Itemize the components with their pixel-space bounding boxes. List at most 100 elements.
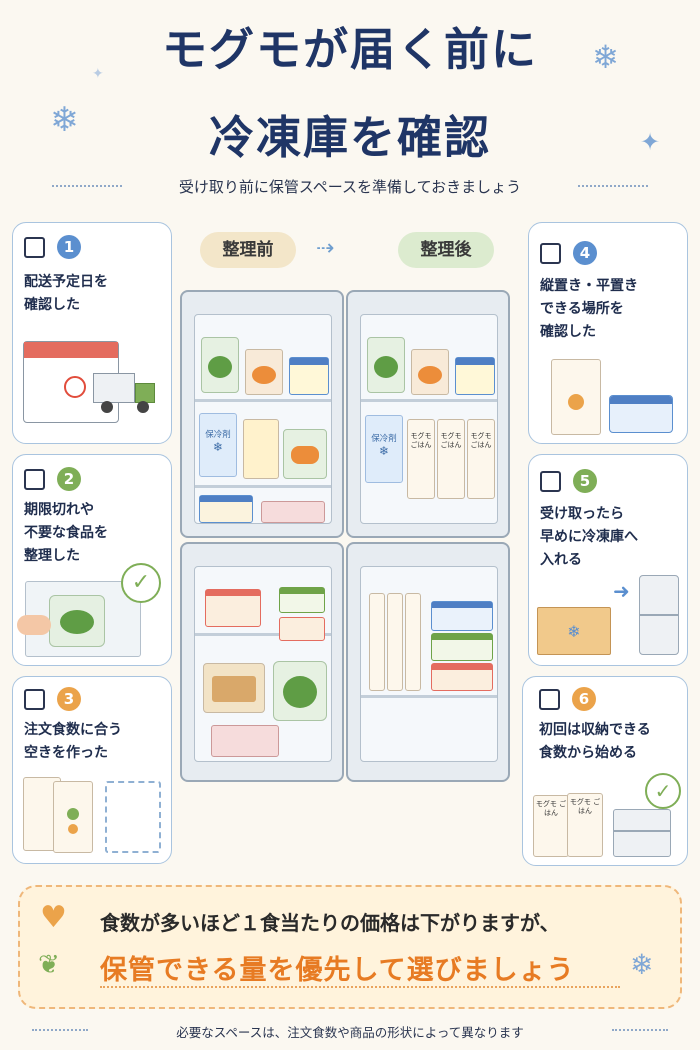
checkbox[interactable] bbox=[540, 471, 561, 492]
fridge-after-lower bbox=[346, 542, 510, 782]
food-container-icon bbox=[205, 589, 261, 627]
mogumo-package-upright bbox=[387, 593, 403, 691]
step-card-4: 4 縦置き・平置き できる場所を 確認した bbox=[528, 222, 688, 444]
mogumo-package-upright bbox=[405, 593, 421, 691]
food-container-icon bbox=[279, 587, 325, 613]
mogumo-package-upright bbox=[369, 593, 385, 691]
food-container-icon bbox=[431, 663, 493, 691]
food-container-icon bbox=[199, 495, 253, 523]
subtitle: 受け取り前に保管スペースを準備しておきましょう bbox=[178, 178, 522, 196]
freezer-icon bbox=[639, 575, 679, 655]
step-text: 整理した bbox=[24, 548, 80, 564]
step-number: 6 bbox=[572, 687, 596, 711]
step-text: 期限切れや bbox=[24, 502, 94, 518]
step-text: 配送予定日を bbox=[24, 274, 108, 290]
vegetable-bag-icon bbox=[283, 429, 327, 479]
fridge-before-upper: 保冷剤❄ bbox=[180, 290, 344, 538]
divider-left bbox=[52, 185, 122, 187]
checkbox[interactable] bbox=[540, 243, 561, 264]
step-text: 確認した bbox=[540, 324, 596, 340]
arrow-right-icon: ⇢ bbox=[316, 236, 335, 261]
step-text: 受け取ったら bbox=[540, 506, 624, 522]
step-number: 4 bbox=[573, 241, 597, 265]
fridge-before-lower bbox=[180, 542, 344, 782]
food-container-icon bbox=[279, 617, 325, 641]
tip-underline bbox=[100, 986, 620, 988]
step-text: 縦置き・平置き bbox=[540, 278, 638, 294]
empty-space-outline bbox=[105, 781, 161, 853]
step-card-2: 2 期限切れや 不要な食品を 整理した ✓ bbox=[12, 454, 172, 666]
storage-container-icon bbox=[609, 395, 673, 433]
food-container-icon bbox=[431, 601, 493, 631]
star-icon: ✦ bbox=[92, 66, 104, 82]
checkbox[interactable] bbox=[539, 689, 560, 710]
before-label: 整理前 bbox=[200, 232, 296, 268]
step-number: 2 bbox=[57, 467, 81, 491]
step-text: 確認した bbox=[24, 297, 80, 313]
leaf-icon: ❦ bbox=[38, 950, 60, 980]
step-text: できる場所を bbox=[540, 301, 624, 317]
broccoli-bag-icon bbox=[273, 661, 327, 721]
step-card-1: 1 配送予定日を 確認した bbox=[12, 222, 172, 444]
meat-tray-icon bbox=[261, 501, 325, 523]
checkbox[interactable] bbox=[24, 689, 45, 710]
checkmark-icon: ✓ bbox=[121, 563, 161, 603]
snowflake-icon: ❄ bbox=[592, 38, 619, 76]
after-label: 整理後 bbox=[398, 232, 494, 268]
step-card-6: 6 初回は収納できる 食数から始める モグモ ごはん モグモ ごはん ✓ bbox=[522, 676, 688, 866]
title-line-1: モグモが届く前に bbox=[161, 23, 538, 76]
food-container-icon bbox=[289, 357, 329, 395]
step-number: 3 bbox=[57, 687, 81, 711]
title-line-2: 冷凍庫を確認 bbox=[208, 111, 491, 164]
step-text: 注文食数に合う bbox=[24, 722, 122, 738]
step-text: 食数から始める bbox=[539, 745, 637, 761]
bread-bag-icon bbox=[203, 663, 265, 713]
package-label: モグモ ごはん bbox=[470, 432, 492, 449]
divider-left bbox=[32, 1029, 88, 1031]
divider-right bbox=[612, 1029, 668, 1031]
step-text: 不要な食品を bbox=[24, 525, 108, 541]
footnote: 必要なスペースは、注文食数や商品の形状によって異なります bbox=[176, 1025, 524, 1040]
package-label: モグモ ごはん bbox=[569, 798, 601, 815]
vegetable-bag-icon bbox=[367, 337, 405, 393]
food-container-icon bbox=[411, 349, 449, 395]
checkbox[interactable] bbox=[24, 237, 45, 258]
meat-tray-icon bbox=[211, 725, 279, 757]
checkbox[interactable] bbox=[24, 469, 45, 490]
ice-pack-label: 保冷剤 bbox=[371, 434, 397, 444]
step-text: 初回は収納できる bbox=[539, 722, 651, 738]
mogumo-package: モグモ ごはん bbox=[467, 419, 495, 499]
mogumo-package: モグモ ごはん bbox=[407, 419, 435, 499]
step-text: 空きを作った bbox=[24, 745, 108, 761]
tip-text-line-1: 食数が多いほど１食当たりの価格は下がりますが、 bbox=[100, 911, 560, 935]
calendar-icon bbox=[23, 341, 119, 423]
fridge-after-upper: 保冷剤❄ モグモ ごはん モグモ ごはん モグモ ごはん bbox=[346, 290, 510, 538]
mogumo-package: モグモ ごはん bbox=[437, 419, 465, 499]
food-container-icon bbox=[245, 349, 283, 395]
step-text: 早めに冷凍庫へ bbox=[540, 529, 638, 545]
food-container-icon bbox=[455, 357, 495, 395]
cardboard-box-icon: ❄ bbox=[537, 607, 611, 655]
step-card-3: 3 注文食数に合う 空きを作った bbox=[12, 676, 172, 864]
page-title: モグモが届く前に 冷凍庫を確認 bbox=[0, 22, 700, 166]
food-package-icon: モグモ ごはん bbox=[567, 793, 603, 857]
food-package-icon bbox=[551, 359, 601, 435]
ice-pack-icon: 保冷剤❄ bbox=[365, 415, 403, 483]
snowflake-icon: ❄ bbox=[50, 100, 79, 140]
snowflake-icon: ❄ bbox=[630, 948, 654, 981]
package-label: モグモ ごはん bbox=[410, 432, 432, 449]
sparkle-icon: ✦ bbox=[640, 128, 661, 156]
step-number: 5 bbox=[573, 469, 597, 493]
divider-right bbox=[578, 185, 648, 187]
snowflake-icon: ❄ bbox=[212, 440, 224, 454]
checkmark-icon: ✓ bbox=[645, 773, 681, 809]
tip-box bbox=[18, 885, 682, 1009]
vegetable-bag-icon bbox=[49, 595, 105, 647]
food-package-icon bbox=[53, 781, 93, 853]
arrow-right-icon: ➜ bbox=[613, 579, 630, 603]
food-container-icon bbox=[431, 633, 493, 661]
food-container-icon bbox=[243, 419, 279, 479]
ice-pack-label: 保冷剤 bbox=[205, 430, 231, 440]
heart-icon: ♥ bbox=[40, 900, 67, 935]
hand-icon bbox=[17, 615, 51, 635]
